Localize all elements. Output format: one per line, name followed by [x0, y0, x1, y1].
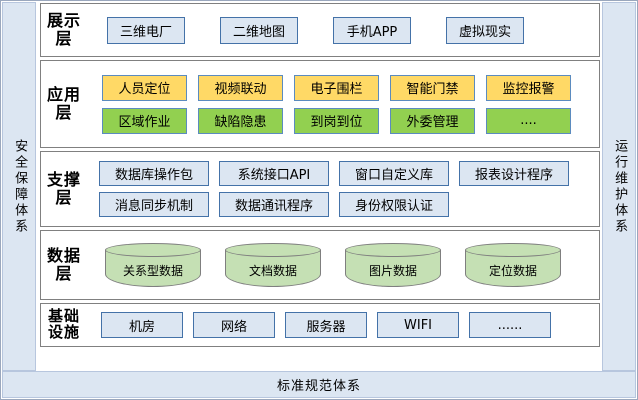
- layer-application: 应用层 人员定位 视频联动 电子围栏 智能门禁 监控报警 区域作业 缺陷隐患 到…: [40, 60, 600, 148]
- cylinder-top-icon: [105, 243, 201, 257]
- node-application-4[interactable]: 智能门禁: [390, 74, 475, 101]
- node-application-9[interactable]: 外委管理: [390, 107, 475, 134]
- layer-data-row: 关系型数据 文档数据 图片数据 定位数据: [89, 243, 593, 287]
- layer-data-body: 关系型数据 文档数据 图片数据 定位数据: [87, 243, 599, 287]
- layer-stack: 展示层 三维电厂 二维地图 手机APP 虚拟现实 应用层 人员定位 视频联动 电…: [40, 3, 600, 369]
- node-application-7[interactable]: 缺陷隐患: [198, 107, 283, 134]
- database-cylinder-4[interactable]: 定位数据: [465, 243, 561, 287]
- layer-support-row-2: 消息同步机制 数据通讯程序 身份权限认证: [89, 192, 593, 217]
- layer-support-body: 数据库操作包 系统接口API 窗口自定义库 报表设计程序 消息同步机制 数据通讯…: [87, 161, 599, 217]
- left-side-band-label: 安全保障体系: [12, 138, 28, 235]
- node-presentation-1[interactable]: 三维电厂: [107, 16, 185, 44]
- node-application-1[interactable]: 人员定位: [102, 74, 187, 101]
- node-application-2[interactable]: 视频联动: [198, 74, 283, 101]
- database-cylinder-1[interactable]: 关系型数据: [105, 243, 201, 287]
- layer-infrastructure: 基础设施 机房 网络 服务器 WIFI ......: [40, 303, 600, 347]
- node-application-3[interactable]: 电子围栏: [294, 74, 379, 101]
- node-support-1[interactable]: 数据库操作包: [99, 161, 209, 186]
- layer-infrastructure-body: 机房 网络 服务器 WIFI ......: [87, 312, 599, 338]
- right-side-band-operations-system: 运行维护体系: [602, 2, 636, 371]
- node-support-2[interactable]: 系统接口API: [219, 161, 329, 186]
- layer-presentation-title: 展示层: [46, 11, 81, 48]
- cylinder-top-icon: [345, 243, 441, 257]
- node-application-10[interactable]: ....: [486, 107, 571, 134]
- node-support-6[interactable]: 数据通讯程序: [219, 192, 329, 217]
- node-infrastructure-3[interactable]: 服务器: [285, 312, 367, 338]
- layer-support: 支撑层 数据库操作包 系统接口API 窗口自定义库 报表设计程序 消息同步机制 …: [40, 151, 600, 227]
- layer-data: 数据层 关系型数据 文档数据: [40, 230, 600, 300]
- layer-support-row-1: 数据库操作包 系统接口API 窗口自定义库 报表设计程序: [89, 161, 593, 186]
- database-cylinder-3[interactable]: 图片数据: [345, 243, 441, 287]
- node-infrastructure-4[interactable]: WIFI: [377, 312, 459, 338]
- layer-application-row-2: 区域作业 缺陷隐患 到岗到位 外委管理 ....: [89, 107, 593, 134]
- database-cylinder-2-label: 文档数据: [248, 263, 297, 278]
- right-side-band-label: 运行维护体系: [612, 138, 628, 235]
- layer-presentation-row: 三维电厂 二维地图 手机APP 虚拟现实: [89, 16, 593, 44]
- layer-infrastructure-title: 基础设施: [47, 307, 80, 341]
- node-application-8[interactable]: 到岗到位: [294, 107, 379, 134]
- bottom-band-label: 标准规范体系: [276, 379, 361, 394]
- node-presentation-3[interactable]: 手机APP: [333, 16, 411, 44]
- layer-application-row-1: 人员定位 视频联动 电子围栏 智能门禁 监控报警: [89, 74, 593, 101]
- layer-presentation: 展示层 三维电厂 二维地图 手机APP 虚拟现实: [40, 3, 600, 57]
- layer-application-title: 应用层: [46, 85, 81, 122]
- layer-presentation-body: 三维电厂 二维地图 手机APP 虚拟现实: [87, 16, 599, 44]
- database-cylinder-1-label: 关系型数据: [122, 263, 183, 278]
- node-infrastructure-2[interactable]: 网络: [193, 312, 275, 338]
- database-cylinder-3-label: 图片数据: [368, 263, 417, 278]
- database-cylinder-2[interactable]: 文档数据: [225, 243, 321, 287]
- node-infrastructure-5[interactable]: ......: [469, 312, 551, 338]
- node-support-3[interactable]: 窗口自定义库: [339, 161, 449, 186]
- node-presentation-2[interactable]: 二维地图: [220, 16, 298, 44]
- node-support-7[interactable]: 身份权限认证: [339, 192, 449, 217]
- node-application-6[interactable]: 区域作业: [102, 107, 187, 134]
- bottom-band-standards-system: 标准规范体系: [2, 371, 636, 398]
- cylinder-top-icon: [225, 243, 321, 257]
- cylinder-top-icon: [465, 243, 561, 257]
- node-application-5[interactable]: 监控报警: [486, 74, 571, 101]
- database-cylinder-4-label: 定位数据: [488, 263, 537, 278]
- layer-data-title: 数据层: [46, 246, 81, 283]
- left-side-band-security-system: 安全保障体系: [2, 2, 36, 371]
- node-presentation-4[interactable]: 虚拟现实: [446, 16, 524, 44]
- layer-support-title: 支撑层: [46, 170, 81, 207]
- layer-application-body: 人员定位 视频联动 电子围栏 智能门禁 监控报警 区域作业 缺陷隐患 到岗到位 …: [87, 74, 599, 134]
- layer-infrastructure-row: 机房 网络 服务器 WIFI ......: [89, 312, 593, 338]
- node-support-4[interactable]: 报表设计程序: [459, 161, 569, 186]
- node-infrastructure-1[interactable]: 机房: [101, 312, 183, 338]
- node-support-5[interactable]: 消息同步机制: [99, 192, 209, 217]
